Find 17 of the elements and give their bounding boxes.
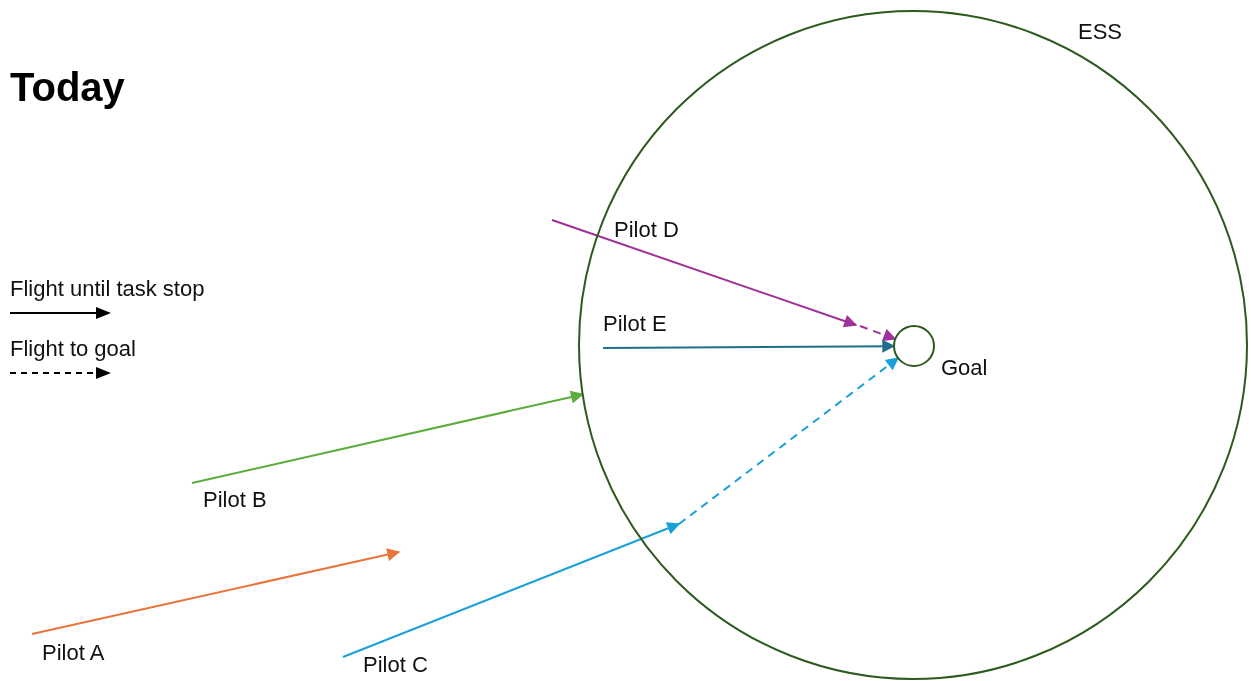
- legend-text: Flight to goal: [10, 337, 136, 361]
- arrow: [678, 357, 900, 525]
- circle-label: ESS: [1078, 20, 1123, 44]
- arrow: [342, 522, 681, 658]
- legend-text: Flight until task stop: [10, 277, 205, 301]
- pilot-label: Pilot C: [343, 653, 428, 677]
- arrow: [602, 339, 896, 353]
- arrow: [191, 390, 584, 484]
- pilot-label: Pilot B: [192, 483, 267, 512]
- pilot-label: Pilot D: [552, 218, 679, 242]
- title: Today: [10, 64, 125, 110]
- circle-label: Goal: [941, 356, 988, 380]
- arrow: [31, 548, 401, 635]
- arrow: [551, 219, 858, 328]
- pilot-label: Pilot E: [603, 312, 667, 348]
- arrow: [859, 325, 897, 342]
- pilot-label: Pilot A: [32, 634, 105, 665]
